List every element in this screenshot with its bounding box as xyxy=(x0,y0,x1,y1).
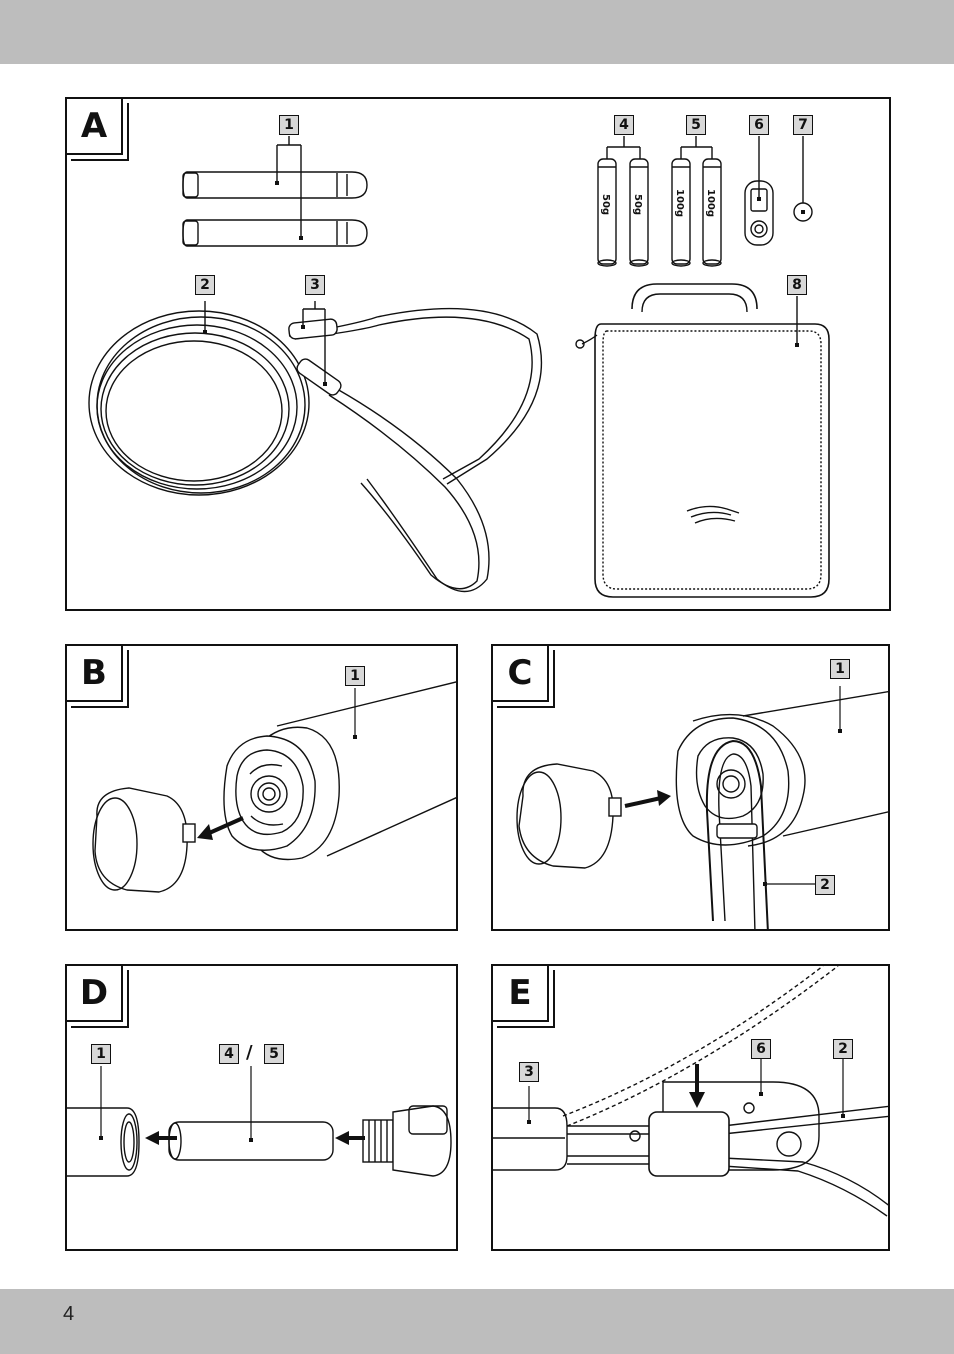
callout-c-rope: 2 xyxy=(815,875,835,895)
panel-a: A xyxy=(65,97,891,611)
header-band xyxy=(0,0,954,64)
callout-d-handle: 1 xyxy=(91,1044,111,1064)
callout-a-bag: 8 xyxy=(787,275,807,295)
callout-a-battery: 7 xyxy=(793,115,813,135)
panel-e-illustration xyxy=(493,966,888,1217)
weight-label-50g-a: 50g xyxy=(600,194,611,215)
callout-b-handle: 1 xyxy=(345,666,365,686)
callout-a-weights-50: 4 xyxy=(614,115,634,135)
callout-a-handles: 1 xyxy=(279,115,299,135)
callout-e-counter: 6 xyxy=(751,1039,771,1059)
callout-d-separator: / xyxy=(246,1042,253,1063)
callout-c-handle: 1 xyxy=(830,659,850,679)
panel-b: B 1 xyxy=(65,644,458,931)
panel-d-illustration xyxy=(67,1066,452,1177)
weights xyxy=(597,158,722,267)
weight-label-50g-b: 50g xyxy=(632,194,643,215)
handle-bottom xyxy=(182,219,368,247)
weight-label-100g-a: 100g xyxy=(674,189,685,217)
panel-b-illustration xyxy=(92,681,456,893)
panel-e: E xyxy=(491,964,890,1251)
panel-letter-b: B xyxy=(67,646,129,708)
page-number: 4 xyxy=(63,1303,75,1325)
panel-d: D 1 4 / 5 xyxy=(65,964,458,1251)
footer-band xyxy=(0,1289,954,1354)
panel-letter-e: E xyxy=(493,966,555,1028)
weight-label-100g-b: 100g xyxy=(705,189,716,217)
callout-e-sleeve: 3 xyxy=(519,1062,539,1082)
panel-c: C 1 2 xyxy=(491,644,890,931)
panel-letter-a: A xyxy=(67,99,129,161)
callout-a-weights-100: 5 xyxy=(686,115,706,135)
panel-a-illustration: 50g 50g 100g 100g xyxy=(88,136,830,598)
callout-a-rope: 2 xyxy=(195,275,215,295)
panel-letter-d: D xyxy=(67,966,129,1028)
callout-e-rope: 2 xyxy=(833,1039,853,1059)
callout-d-weight-100: 5 xyxy=(264,1044,284,1064)
callout-a-counter: 6 xyxy=(749,115,769,135)
panel-letter-c: C xyxy=(493,646,555,708)
callout-d-weight-50: 4 xyxy=(219,1044,239,1064)
callout-a-sleeves: 3 xyxy=(305,275,325,295)
panel-c-illustration xyxy=(516,686,888,929)
